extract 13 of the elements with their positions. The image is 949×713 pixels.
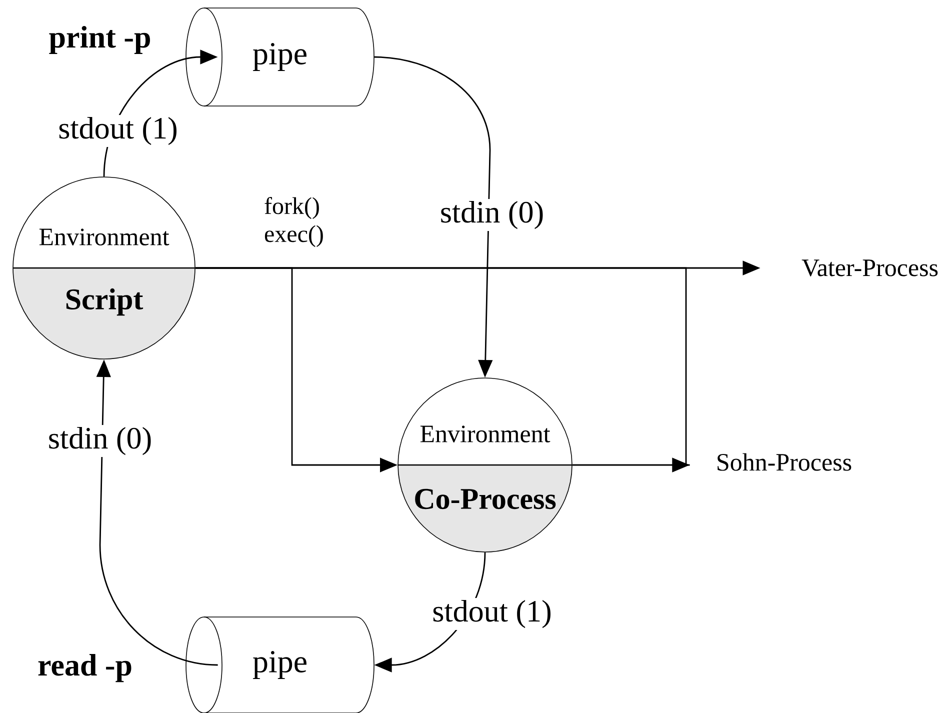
edge-label: stdin (0) bbox=[46, 424, 154, 458]
node-label: pipe bbox=[252, 651, 306, 680]
edge-label: fork() exec() bbox=[263, 196, 337, 248]
edge-label: stdout (1) bbox=[56, 114, 180, 148]
command-label: print -p bbox=[49, 26, 150, 54]
edge-label: stdout (1) bbox=[430, 598, 554, 630]
process-label: Vater-Process bbox=[802, 260, 938, 276]
edge-label: stdin (0) bbox=[438, 198, 546, 232]
node-label: pipe bbox=[252, 43, 306, 71]
pipe-cylinder: pipe bbox=[186, 616, 374, 713]
pipe-cylinder: pipe bbox=[186, 8, 374, 106]
command-label: read -p bbox=[38, 654, 132, 682]
process-label: Sohn-Process bbox=[718, 453, 852, 471]
